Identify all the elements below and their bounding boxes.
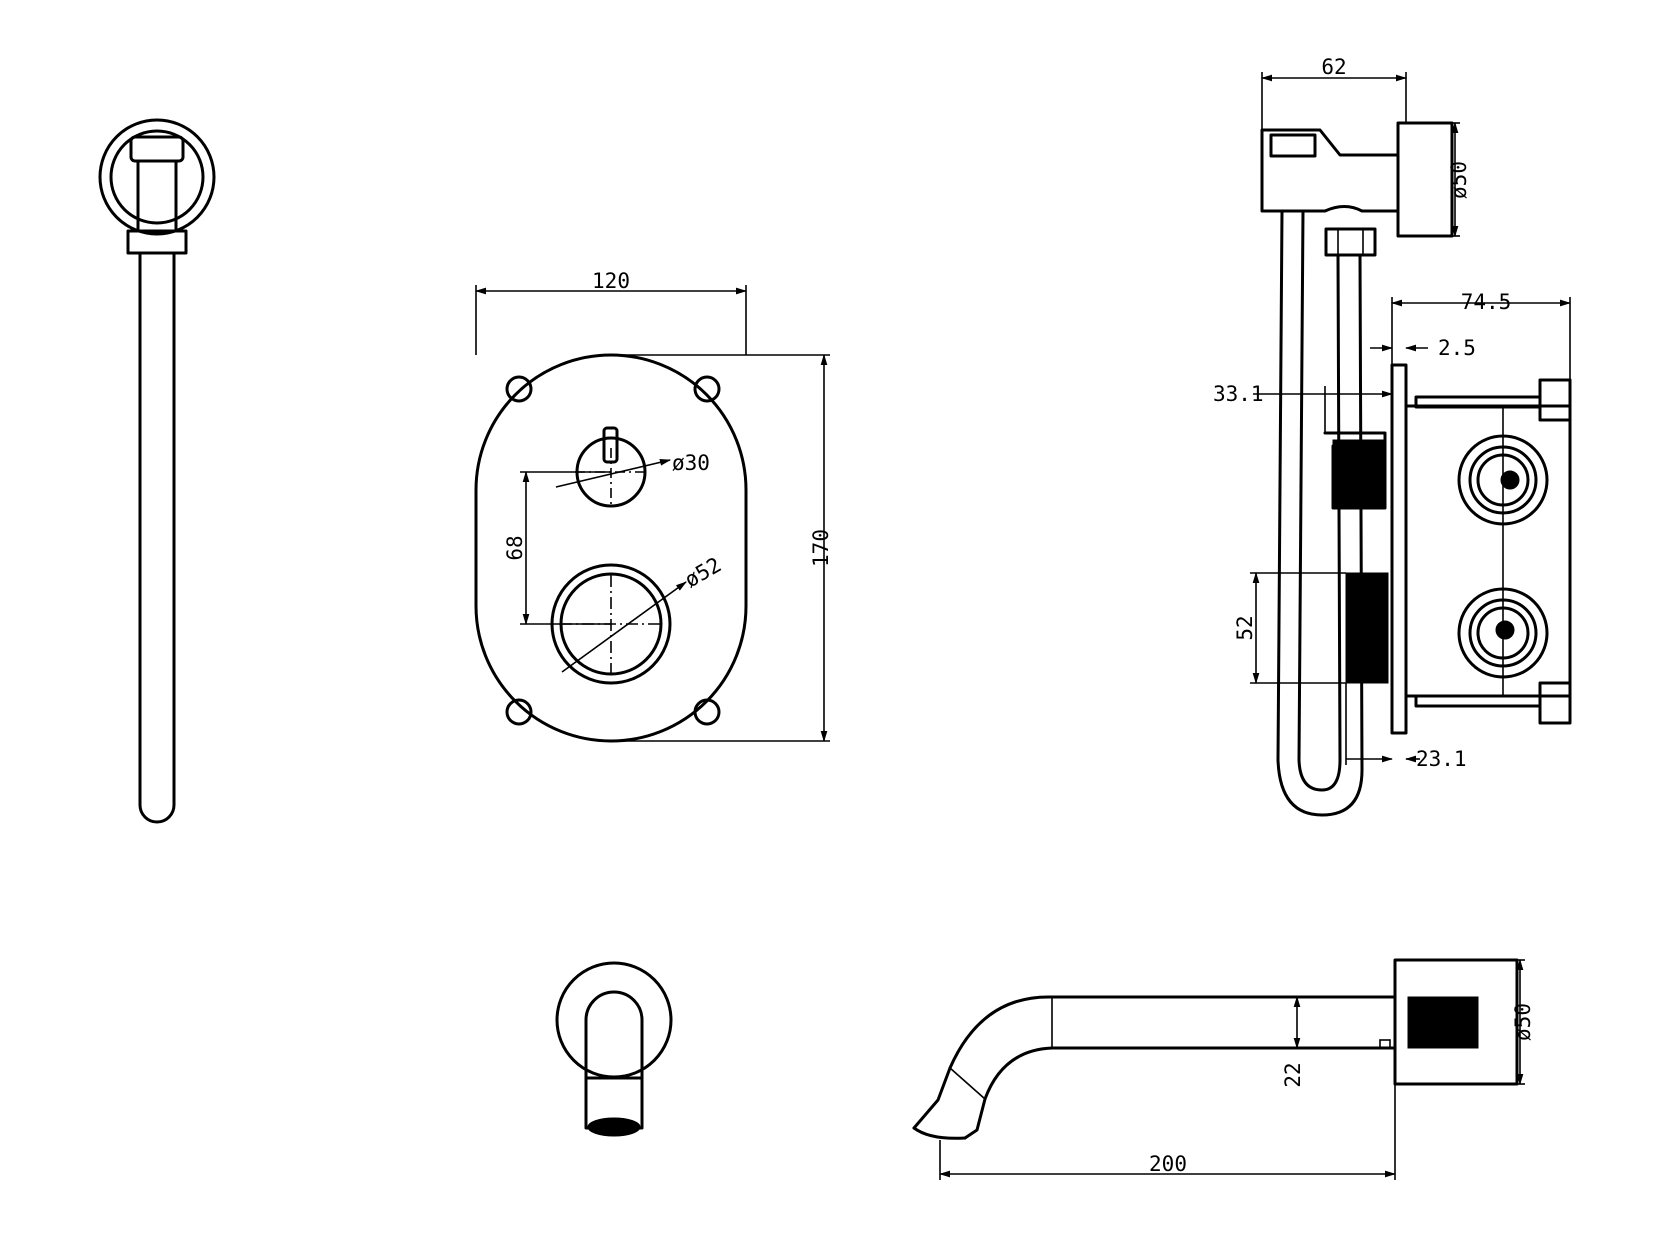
dim-lever-spacing: 68 — [503, 535, 527, 560]
dim-shower-arm-depth: 62 — [1321, 55, 1346, 79]
dim-depth-upper: 33.1 — [1213, 382, 1264, 406]
dim-large-knob-dia: ø52 — [681, 553, 726, 593]
dim-wall-flange-dia: ø50 — [1447, 161, 1471, 199]
spout-side-view: 200 22 ø50 — [912, 958, 1535, 1180]
spout-front-view — [555, 961, 673, 1137]
dim-plate-thickness: 2.5 — [1438, 336, 1476, 360]
dim-spout-length: 200 — [1149, 1152, 1187, 1176]
side-view-assembly: 62 ø50 74.5 2.5 33.1 52 23.1 — [1213, 55, 1572, 817]
dim-depth-lower: 23.1 — [1416, 747, 1467, 771]
dim-spout-dia: 22 — [1281, 1062, 1305, 1087]
dim-small-knob-dia: ø30 — [672, 451, 710, 475]
dim-plate-height: 170 — [809, 529, 833, 567]
shower-arm-front-view — [98, 118, 216, 824]
dim-plate-width: 120 — [592, 269, 630, 293]
mixer-plate-front-view: 120 170 68 ø30 ø52 — [474, 269, 833, 743]
dim-body-depth: 74.5 — [1461, 290, 1512, 314]
dim-spout-flange-dia: ø50 — [1511, 1003, 1535, 1041]
dim-handle-height: 52 — [1233, 615, 1257, 640]
